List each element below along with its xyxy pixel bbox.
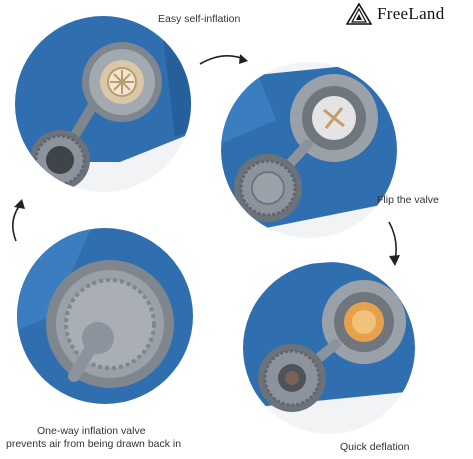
photo-one-way-valve	[17, 228, 193, 404]
caption-self-inflation: Easy self-inflation	[158, 13, 241, 25]
arrow-down-icon	[388, 221, 400, 266]
caption-one-way-valve-line1: One-way inflation valve	[37, 425, 146, 437]
brand-logo: FreeLand	[346, 3, 445, 25]
photo-self-inflation	[15, 16, 191, 192]
mountain-triangle-icon	[346, 3, 372, 25]
photo-flip-valve	[221, 62, 397, 238]
photo-quick-deflation	[243, 262, 415, 434]
caption-one-way-valve-line2: prevents air from being drawn back in	[6, 438, 182, 450]
caption-quick-deflation: Quick deflation	[340, 441, 410, 453]
caption-flip-valve: Flip the valve	[377, 194, 439, 206]
arrow-right-icon	[199, 54, 248, 65]
arrow-up-icon	[12, 199, 25, 242]
brand-name: FreeLand	[377, 4, 445, 23]
